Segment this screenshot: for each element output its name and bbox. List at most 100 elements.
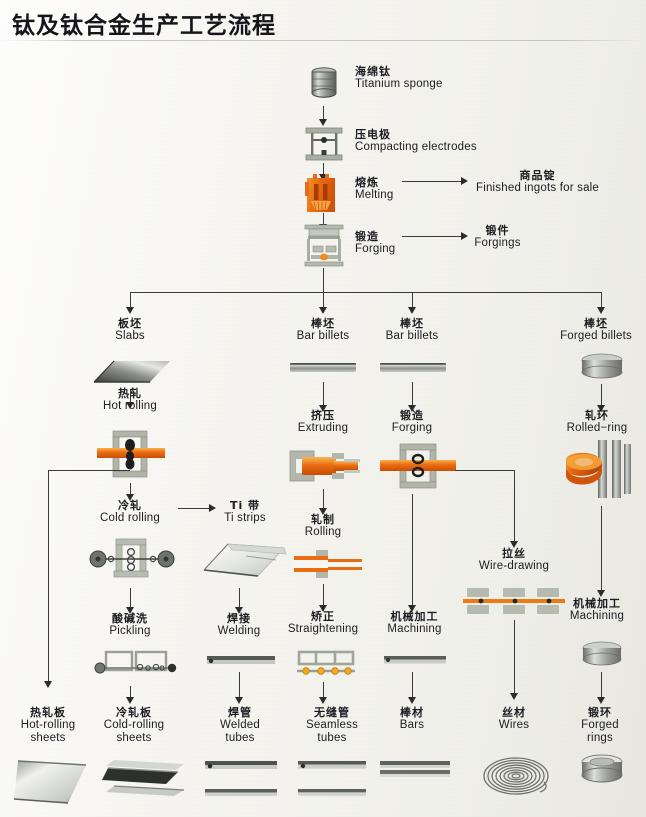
label-forging-mid-en: Forging [391, 422, 433, 435]
bar-billet-icon [288, 358, 358, 378]
bus-drop-2 [323, 292, 324, 309]
arrowhead-down [319, 405, 327, 412]
label-cold-rolling-sheets-cn: 冷轧板 [116, 706, 152, 719]
label-forging-top-en: Forging [355, 243, 396, 256]
label-compacting-electrodes-en: Compacting electrodes [355, 141, 477, 154]
extrusion-press-icon [288, 445, 362, 487]
label-finished-ingots-en: Finished ingots for sale [475, 182, 600, 195]
arrowhead-down [408, 697, 416, 704]
label-titanium-sponge: 海绵钛 Titanium sponge [355, 65, 443, 91]
connector-pickling-to-coldsheets [130, 686, 131, 700]
connector-hotrolling-to-coldrolling [130, 483, 131, 497]
ring-rolling-mill-icon [556, 438, 642, 500]
welded-tube-product-icon [203, 757, 279, 777]
page-title: 钛及钛合金生产工艺流程 [12, 13, 276, 39]
label-forged-rings-en: Forged [581, 719, 619, 732]
label-compacting-electrodes-cn: 压电极 [355, 128, 391, 141]
label-wire-drawing: 拉丝 Wire-drawing [464, 547, 564, 573]
label-machining-mid-cn: 机械加工 [390, 610, 439, 623]
arrowhead-down [319, 119, 327, 126]
arrowhead-down [510, 693, 518, 700]
label-rolling-en: Rolling [304, 526, 342, 539]
label-forging-top-cn: 锻造 [355, 230, 379, 243]
seamless-tube-product-icon [296, 757, 368, 775]
label-rolling: 轧制 Rolling [273, 513, 373, 539]
label-bar-billets-2-cn: 棒坯 [400, 317, 424, 330]
label-bars: 棒材 Bars [366, 706, 458, 732]
connector-melting-to-ingots [402, 181, 464, 182]
bars-product-icon [378, 758, 452, 784]
connector-to-wiredrawing [514, 470, 515, 544]
connector-barbillets2-to-forging [412, 382, 413, 408]
label-seamless-tubes-cn: 无缝管 [314, 706, 350, 719]
machined-bar-icon [382, 652, 448, 668]
label-finished-ingots-cn: 商品锭 [519, 169, 556, 182]
forged-rings-product-icon [574, 753, 630, 787]
label-forged-rings: 锻环 Forged rings [556, 706, 644, 745]
arrowhead-right [461, 232, 468, 240]
label-machining-right-en: Machining [569, 610, 625, 623]
label-forgings: 锻件 Forgings [440, 224, 555, 250]
arrowhead-down [126, 607, 134, 614]
label-rolled-ring-cn: 轧环 [585, 409, 609, 422]
label-forged-billets: 棒坯 Forged billets [546, 317, 646, 343]
connector-machining-to-bars [412, 672, 413, 700]
arrowhead-down [597, 307, 605, 314]
connector-barbillets-to-extruding [323, 382, 324, 408]
title-divider [0, 40, 646, 41]
label-welded-tubes-en: Welded [220, 719, 260, 732]
connector-straightening-to-seamless [323, 682, 324, 700]
label-pickling-en: Pickling [109, 625, 151, 638]
cold-rolling-mill-icon [88, 535, 176, 587]
connector-coldrolling-to-pickling [130, 588, 131, 610]
arrowhead-down [597, 405, 605, 412]
connector-forgingmid-to-machining [412, 494, 413, 608]
label-ti-strips: Ti 带 Ti strips [200, 499, 290, 525]
melting-furnace-icon [301, 170, 347, 216]
arrowhead-down [126, 697, 134, 704]
branch-hotrolling-left [48, 470, 130, 471]
connector-compacting-to-melting [323, 163, 324, 177]
label-extruding: 挤压 Extruding [273, 409, 373, 435]
label-machining-mid-en: Machining [387, 623, 442, 636]
connector-wiredrawing-to-wires [514, 620, 515, 696]
pickling-line-icon [92, 648, 180, 682]
seamless-tube-product-icon-2 [296, 786, 368, 800]
connector-rolledring-to-machining [601, 506, 602, 594]
label-wires-cn: 丝材 [502, 706, 526, 719]
label-bars-cn: 棒材 [400, 706, 424, 719]
label-melting: 熔炼 Melting [355, 176, 394, 202]
arrowhead-down [235, 607, 243, 614]
label-welding: 焊接 Welding [194, 612, 284, 638]
wire-drawing-machine-icon [461, 585, 567, 617]
connector-melting-to-forging [323, 213, 324, 227]
label-forgings-cn: 锻件 [485, 224, 510, 237]
label-forging-top: 锻造 Forging [355, 230, 396, 256]
arrowhead-down [597, 697, 605, 704]
label-pickling-cn: 酸碱洗 [112, 612, 148, 625]
label-wires-en: Wires [498, 719, 530, 732]
hot-rolling-mill-icon [95, 425, 167, 483]
label-melting-en: Melting [355, 189, 394, 202]
welded-tube-product-icon-2 [203, 786, 279, 800]
tube-rolling-icon [292, 546, 364, 582]
bus-drop-3 [412, 292, 413, 309]
label-finished-ingots: 商品锭 Finished ingots for sale [430, 169, 645, 195]
label-welding-cn: 焊接 [227, 612, 251, 625]
label-melting-cn: 熔炼 [355, 176, 379, 189]
label-hot-rolling-sheets: 热轧板 Hot-rolling sheets [2, 706, 94, 745]
titanium-sponge-icon [303, 62, 345, 104]
label-hot-rolling-en: Hot rolling [103, 400, 157, 413]
bar-billet-icon [378, 358, 448, 378]
forging-press-icon [300, 222, 348, 270]
label-titanium-sponge-cn: 海绵钛 [355, 65, 391, 78]
label-forged-billets-en: Forged billets [560, 330, 632, 343]
connector-coldrolling-to-tistrips [178, 508, 212, 509]
arrowhead-down [319, 508, 327, 515]
label-hot-rolling: 热轧 Hot rolling [80, 387, 180, 413]
label-hot-rolling-sheets-en: Hot-rolling [20, 719, 76, 732]
arrowhead-down [319, 605, 327, 612]
arrowhead-down [235, 697, 243, 704]
label-seamless-tubes-en2: tubes [317, 732, 347, 745]
